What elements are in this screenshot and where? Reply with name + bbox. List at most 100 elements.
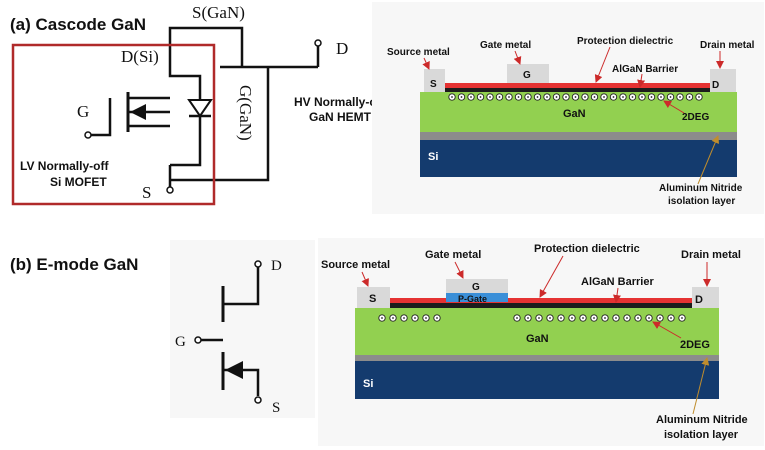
algan-label-b: AlGaN Barrier bbox=[581, 276, 654, 288]
electron-core bbox=[679, 96, 681, 98]
gate-metal-b bbox=[446, 279, 508, 294]
electron-core bbox=[549, 317, 551, 319]
electron-core bbox=[479, 96, 482, 98]
algan-barrier-b bbox=[390, 303, 692, 308]
drain-metal-a bbox=[710, 69, 736, 92]
electron-core bbox=[436, 317, 438, 319]
electron-row-a bbox=[448, 93, 703, 101]
electron-core bbox=[615, 317, 617, 319]
hemt-label-line2: GaN HEMT bbox=[309, 110, 372, 124]
si-layer-b bbox=[355, 361, 719, 399]
electron-core bbox=[527, 317, 529, 319]
electron-core bbox=[688, 96, 691, 98]
electron-core bbox=[582, 317, 584, 319]
electron-core bbox=[593, 317, 595, 319]
source-metal-label-b: Source metal bbox=[321, 259, 390, 271]
electron-core bbox=[650, 96, 653, 98]
source-metal-arrow-a bbox=[422, 57, 430, 70]
panel-b-title: (b) E-mode GaN bbox=[10, 255, 138, 274]
gate-label: G bbox=[77, 102, 89, 121]
electron-core bbox=[648, 317, 650, 319]
source-label-b: S bbox=[272, 400, 280, 416]
drain-metal-label-a: Drain metal bbox=[700, 40, 755, 51]
electron-core bbox=[470, 96, 472, 98]
drain-label-b: D bbox=[271, 258, 282, 274]
gate-label-b: G bbox=[175, 334, 186, 350]
electron-row-b bbox=[378, 314, 686, 322]
hemt-label-line1: HV Normally-on bbox=[294, 95, 384, 109]
emode-hemt-symbol bbox=[194, 260, 262, 404]
gate-metal-arrow-b bbox=[454, 261, 464, 279]
algan-barrier-a bbox=[445, 87, 710, 92]
electron-core bbox=[660, 96, 662, 98]
panel-a-title: (a) Cascode GaN bbox=[10, 15, 146, 34]
source-terminal bbox=[166, 186, 174, 194]
electron-core bbox=[612, 96, 615, 98]
protection-label-a: Protection dielectric bbox=[577, 36, 674, 47]
twodeg-arrow-b bbox=[652, 321, 682, 339]
source-gan-wire bbox=[168, 26, 244, 67]
electron-core bbox=[414, 317, 416, 319]
electron-core bbox=[538, 317, 540, 319]
electron-core bbox=[631, 96, 634, 98]
aln-arrow-b bbox=[692, 357, 710, 415]
gate-metal-label-a: Gate metal bbox=[480, 40, 531, 51]
p-gate-label: P-Gate bbox=[458, 294, 487, 304]
emode-symbol-frame bbox=[170, 240, 315, 418]
source-metal-b bbox=[357, 287, 390, 308]
electron-core bbox=[516, 317, 518, 319]
twodeg-arrow-a bbox=[663, 100, 685, 114]
g-contact-b: G bbox=[472, 282, 480, 293]
source-metal-arrow-b bbox=[361, 271, 369, 287]
electron-core bbox=[593, 96, 596, 98]
drain-si-label: D(Si) bbox=[121, 47, 159, 66]
gan-label-b: GaN bbox=[526, 333, 549, 345]
gate-metal-a bbox=[507, 64, 549, 83]
electron-core bbox=[560, 317, 562, 319]
electron-core bbox=[574, 96, 577, 98]
electron-core bbox=[622, 96, 624, 98]
aln-arrow-a bbox=[697, 135, 719, 185]
aln-label-a-line1: Aluminum Nitride bbox=[659, 183, 743, 194]
body-diode-symbol bbox=[187, 99, 213, 118]
electron-core bbox=[403, 317, 405, 319]
electron-core bbox=[555, 96, 558, 98]
electron-core bbox=[584, 96, 586, 98]
g-contact-a: G bbox=[523, 70, 531, 81]
si-layer-a bbox=[420, 140, 737, 177]
gan-label-a: GaN bbox=[563, 108, 586, 120]
electron-core bbox=[641, 96, 643, 98]
electron-core bbox=[670, 317, 672, 319]
algan-arrow-b bbox=[613, 287, 621, 303]
electron-core bbox=[698, 96, 700, 98]
panel-a-circuit: (a) Cascode GaN S(GaN) D D(Si) G S G(GaN… bbox=[10, 3, 384, 206]
algan-arrow-a bbox=[637, 73, 646, 88]
electron-core bbox=[498, 96, 501, 98]
electron-core bbox=[392, 317, 394, 319]
twodeg-label-b: 2DEG bbox=[680, 339, 710, 351]
electron-core bbox=[681, 317, 683, 319]
electron-core bbox=[536, 96, 539, 98]
aln-layer-b bbox=[355, 355, 719, 361]
electron-core bbox=[626, 317, 628, 319]
protection-arrow-b bbox=[539, 255, 564, 298]
panel-a-cross-section: S G D GaN 2DEG Si Source metal Gate meta… bbox=[372, 2, 764, 214]
electron-core bbox=[565, 96, 567, 98]
electron-core bbox=[508, 96, 510, 98]
aln-label-b-line2: isolation layer bbox=[664, 429, 739, 441]
p-gate-b bbox=[446, 293, 508, 302]
gate-gan-wire bbox=[168, 67, 270, 187]
diode-loop-wire bbox=[168, 52, 202, 167]
algan-label-a: AlGaN Barrier bbox=[612, 64, 678, 75]
electron-core bbox=[460, 96, 463, 98]
source-label: S bbox=[142, 183, 151, 202]
gate-gan-label: G(GaN) bbox=[236, 85, 255, 141]
protection-dielectric-a bbox=[445, 83, 710, 88]
electron-core bbox=[604, 317, 606, 319]
source-gan-label: S(GaN) bbox=[192, 3, 245, 22]
lv-mosfet-box bbox=[11, 43, 216, 206]
electron-core bbox=[381, 317, 383, 319]
si-label-b: Si bbox=[363, 378, 373, 390]
aln-label-a-line2: isolation layer bbox=[668, 196, 735, 207]
